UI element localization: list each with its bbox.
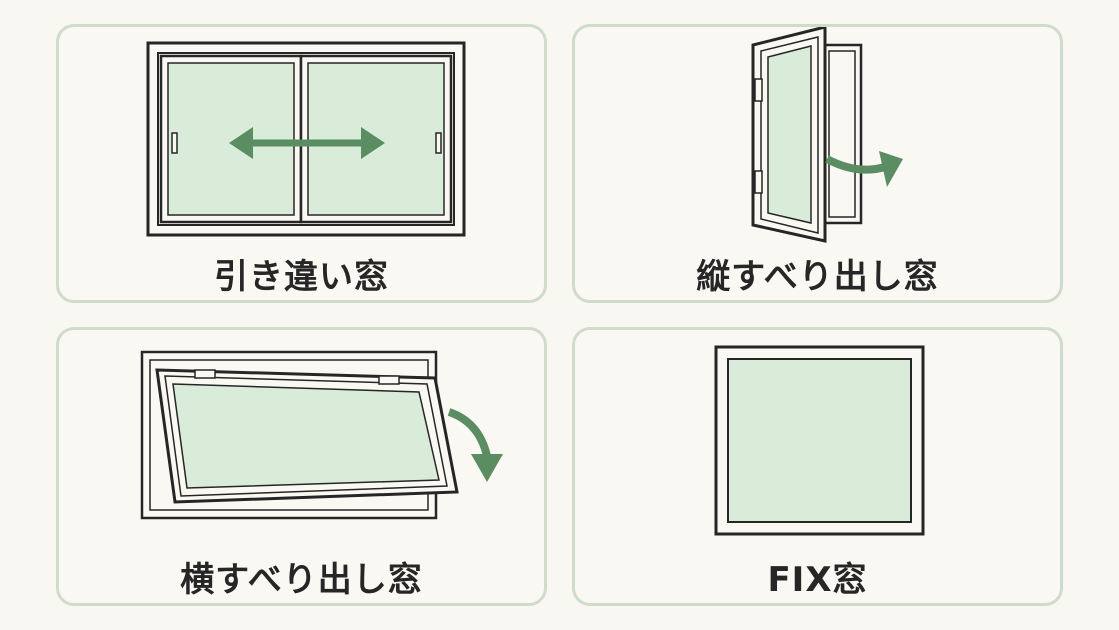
- label-fixed-window: FIX窓: [767, 560, 868, 600]
- card-casement-window: 縦すべり出し窓: [572, 24, 1063, 303]
- card-awning-window: 横すべり出し窓: [56, 327, 547, 606]
- sliding-window-icon: [146, 41, 466, 237]
- label-awning-window: 横すべり出し窓: [180, 560, 423, 600]
- label-casement-window: 縦すべり出し窓: [696, 257, 939, 297]
- label-sliding-window: 引き違い窓: [214, 257, 389, 297]
- fixed-window-icon: [714, 345, 925, 536]
- card-fixed-window: FIX窓: [572, 327, 1063, 606]
- curved-arrow-down-icon: [447, 408, 503, 482]
- curved-arrow-icon: [825, 151, 903, 187]
- double-arrow-icon: [229, 127, 385, 159]
- casement-window-icon: [751, 27, 903, 243]
- card-sliding-window: 引き違い窓: [56, 24, 547, 303]
- awning-window-icon: [140, 350, 503, 520]
